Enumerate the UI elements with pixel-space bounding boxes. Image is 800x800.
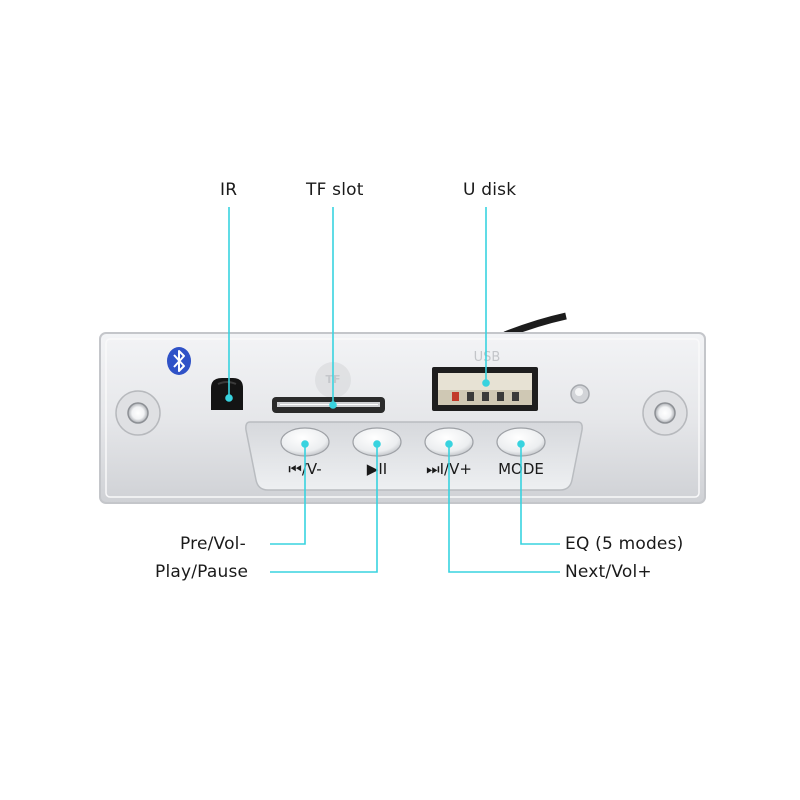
- mount-hole-left: [115, 390, 161, 436]
- next-vol-leader-line: [448, 444, 560, 573]
- u-disk-callout: U disk: [463, 180, 517, 200]
- ir-receiver: [211, 378, 243, 410]
- play-pause-leader-line: [270, 444, 378, 573]
- usb-port: USB: [432, 350, 538, 411]
- status-led: [570, 384, 590, 404]
- usb-marking: USB: [474, 350, 501, 365]
- pre-vol-callout: Pre/Vol-: [180, 534, 246, 554]
- bluetooth-icon: [167, 347, 191, 375]
- mount-hole-right: [642, 390, 688, 436]
- ir-callout: IR: [220, 180, 238, 200]
- eq-modes-callout: EQ (5 modes): [565, 534, 684, 554]
- eq-leader-line: [520, 444, 560, 545]
- leader-lines: [225, 207, 560, 573]
- play-pause-callout: Play/Pause: [155, 562, 249, 582]
- pre-vol-leader-line: [270, 444, 306, 545]
- tf-slot-callout: TF slot: [306, 180, 364, 200]
- next-vol-callout: Next/Vol+: [565, 562, 652, 582]
